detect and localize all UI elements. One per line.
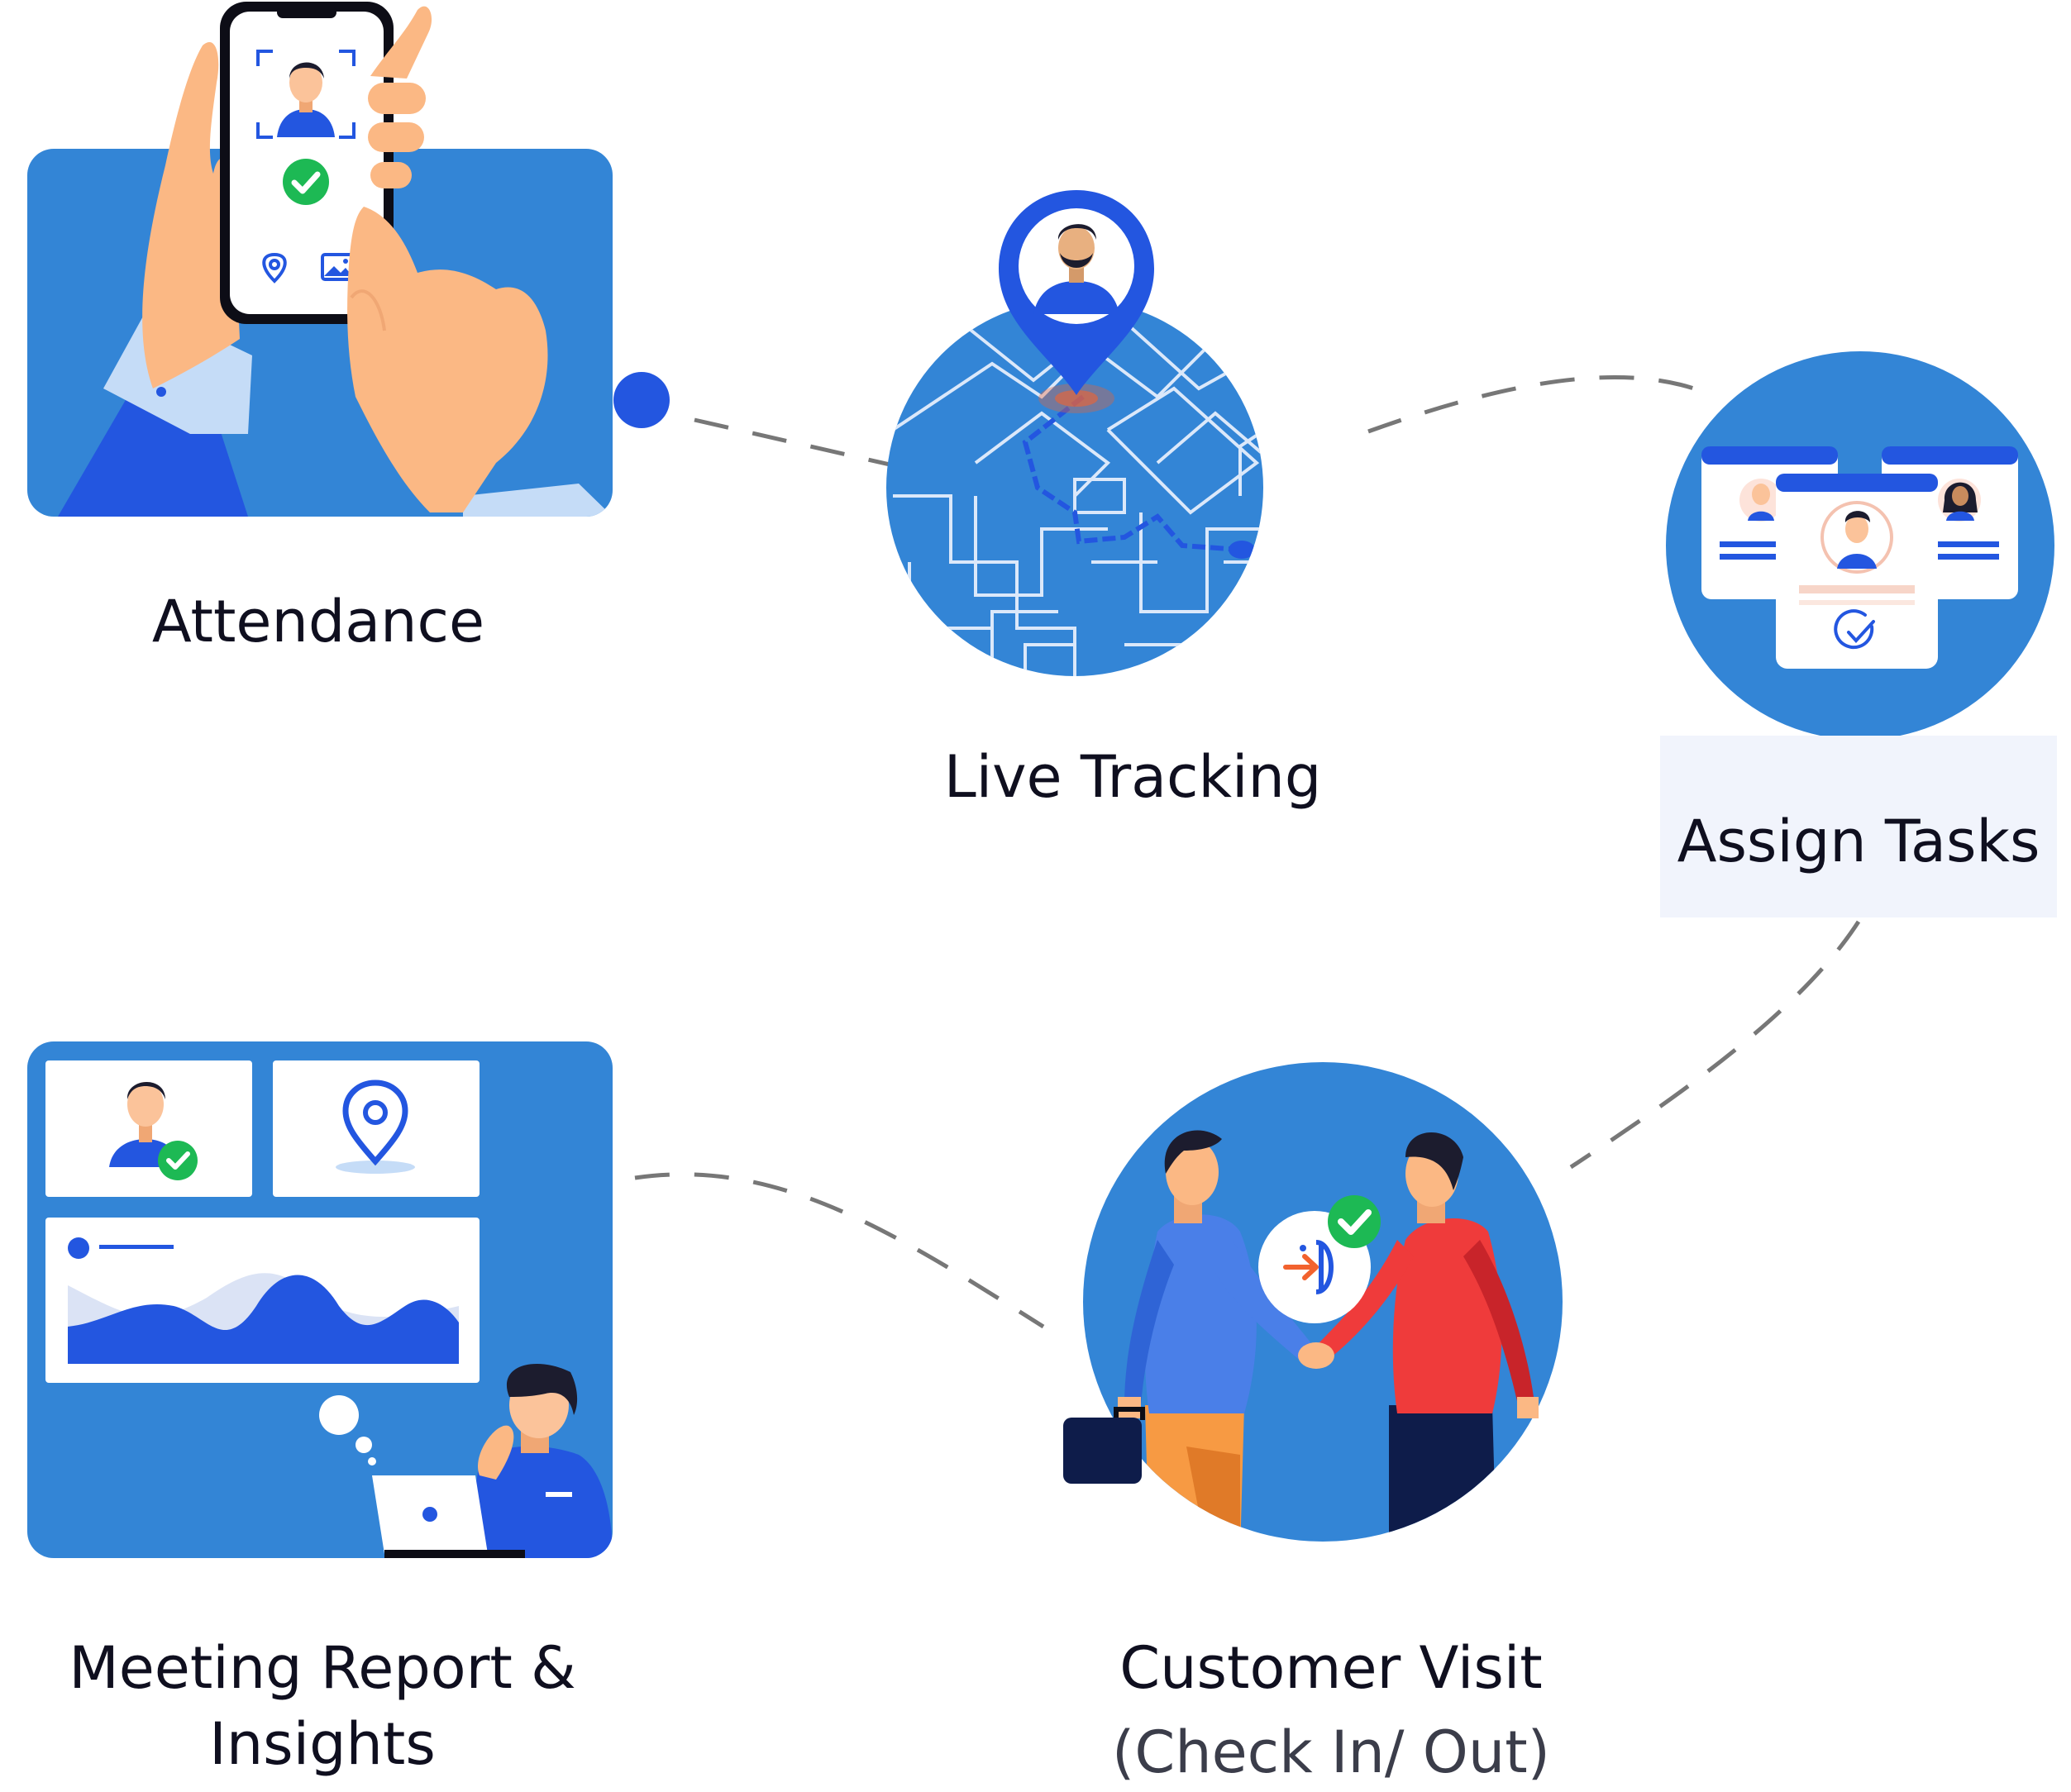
thought-bubble-large [319,1395,359,1435]
assign-tasks-illustration [1666,351,2054,740]
face-scan-frame [256,50,356,139]
right-man-shirt [1392,1218,1502,1413]
customer-visit-label-line2: (Check In/ Out) [1112,1718,1550,1786]
assign-tasks-label-bg [1660,736,2057,917]
right-man-pants [1389,1405,1496,1542]
handshake [1298,1342,1334,1369]
connector-tracking-tasks [1367,375,1712,434]
cuff-right [463,484,613,517]
user-face-icon [109,1081,198,1180]
customer-visit-label-line1: Customer Visit [1119,1634,1543,1702]
location-pin-icon [336,1079,415,1174]
task-card-front [1776,474,1938,669]
thought-bubble-medium [356,1437,372,1453]
map-pin-icon [999,190,1154,395]
left-man-arm [1215,1240,1315,1362]
hand-right [347,207,548,512]
meeting-report-label-line1: Meeting Report & [69,1634,576,1702]
live-tracking-label: Live Tracking [943,743,1322,811]
hand-right-fingers [370,6,432,79]
user-face-icon [277,62,335,137]
wave-chart-icon [68,1237,459,1364]
right-man-arm [1313,1240,1414,1364]
hand-left [142,42,240,389]
live-tracking-illustration [886,190,1263,676]
man-torso [463,1446,613,1558]
connector-tasks-visit [1569,920,1861,1170]
meeting-report-illustration [27,1041,613,1558]
briefcase-icon [1063,1407,1145,1484]
route-path [1022,394,1241,552]
attendance-illustration [27,2,613,517]
connector-attendance-tracking [694,417,927,475]
check-icon [283,159,329,205]
attendance-label: Attendance [151,588,485,655]
assign-tasks-label: Assign Tasks [1677,808,2040,875]
right-man-hair [1405,1132,1463,1190]
connector-dot [613,372,670,428]
location-pin-icon [262,252,287,284]
card-location [273,1060,480,1197]
connector-lines [634,375,1861,1329]
task-check-icon [1834,609,1875,650]
connector-meeting-visit [634,1172,1045,1329]
customer-visit-illustration [1063,1062,1563,1542]
check-icon [1328,1195,1381,1248]
left-man-shirt [1144,1214,1257,1413]
meeting-report-label-line2: Insights [209,1710,436,1778]
thought-bubble-small [368,1457,376,1466]
left-man-hair [1164,1130,1222,1174]
